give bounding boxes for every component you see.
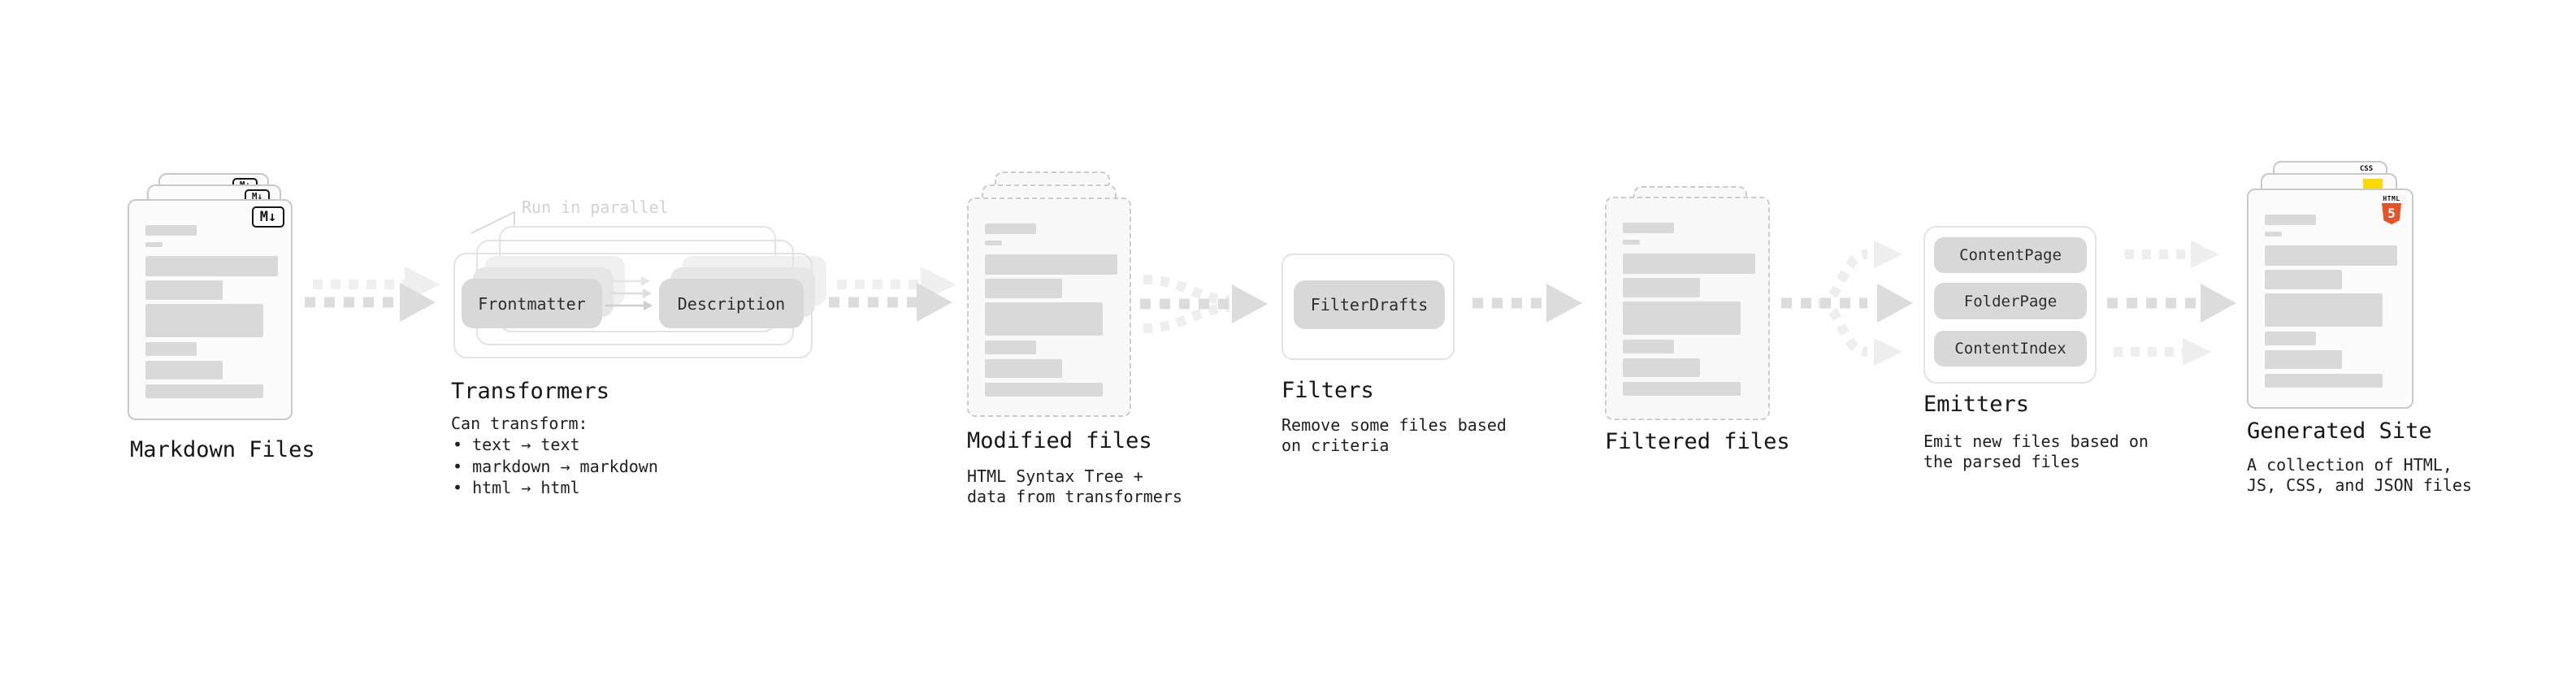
placeholder-line (1623, 223, 1674, 233)
placeholder-line (145, 384, 263, 398)
markdown-file-stack-card: M↓ (128, 199, 293, 420)
placeholder-line (985, 302, 1103, 336)
stage-label-filters: Filters (1281, 378, 1374, 403)
filter-box-filterdrafts: FilterDrafts (1294, 280, 1445, 329)
placeholder-line (985, 223, 1036, 234)
placeholder-line (1623, 340, 1674, 354)
transformers-bullet-list: text → text markdown → markdown html → h… (453, 434, 658, 499)
placeholder-line (1623, 278, 1700, 297)
transformer-box-description: Description (659, 279, 804, 328)
filtered-file-stack-card (1605, 197, 1770, 420)
stage-label-markdown-files: Markdown Files (130, 437, 315, 462)
placeholder-line (985, 279, 1062, 298)
placeholder-line (1623, 358, 1700, 377)
emitter-box-contentpage: ContentPage (1934, 237, 2087, 273)
placeholder-line (985, 241, 1002, 245)
css-icon-label: CSS (2359, 165, 2374, 173)
placeholder-line (2265, 293, 2383, 327)
placeholder-line (145, 242, 163, 247)
placeholder-line (145, 361, 223, 380)
placeholder-line (2265, 374, 2383, 388)
placeholder-line (145, 304, 263, 337)
placeholder-line (2265, 270, 2342, 289)
stage-label-generated-site: Generated Site (2247, 419, 2432, 444)
stage-label-modified-files: Modified files (967, 428, 1152, 453)
placeholder-line (985, 359, 1062, 378)
placeholder-line (1623, 301, 1741, 335)
transformer-box-frontmatter: Frontmatter (462, 279, 602, 328)
transformers-description-title: Can transform: (451, 414, 588, 433)
html5-shield: 5 (2382, 203, 2401, 224)
placeholder-line (145, 280, 223, 300)
markdown-icon: M↓ (252, 206, 284, 228)
placeholder-line (1623, 382, 1741, 396)
js-icon (2363, 179, 2383, 189)
placeholder-line (985, 383, 1103, 397)
emitters-description: Emit new files based on the parsed files (1923, 432, 2149, 471)
transform-bullet: html → html (453, 477, 658, 499)
transform-bullet: markdown → markdown (453, 456, 658, 478)
transformers-container-front (453, 253, 813, 358)
emitter-box-contentindex: ContentIndex (1934, 331, 2087, 367)
modified-files-description: HTML Syntax Tree + data from transformer… (967, 466, 1182, 506)
stage-label-emitters: Emitters (1923, 392, 2030, 417)
html5-icon-label: HTML (2383, 195, 2400, 202)
stage-label-filtered-files: Filtered files (1605, 429, 1790, 454)
placeholder-line (145, 256, 278, 276)
stage-label-transformers: Transformers (451, 379, 610, 404)
placeholder-line (2265, 215, 2316, 225)
run-in-parallel-annotation: Run in parallel (522, 197, 669, 217)
emitter-box-folderpage: FolderPage (1934, 283, 2087, 319)
modified-file-stack-card (967, 197, 1131, 417)
placeholder-line (1623, 254, 1755, 274)
generated-site-description: A collection of HTML, JS, CSS, and JSON … (2247, 455, 2472, 495)
placeholder-line (2265, 232, 2282, 236)
placeholder-line (985, 340, 1036, 354)
placeholder-line (2265, 245, 2397, 266)
placeholder-line (2265, 350, 2342, 369)
placeholder-line (2265, 332, 2316, 345)
transform-bullet: text → text (453, 434, 658, 456)
placeholder-line (985, 254, 1117, 275)
placeholder-line (145, 225, 197, 236)
placeholder-line (145, 342, 197, 356)
filters-description: Remove some files based on criteria (1281, 415, 1507, 455)
placeholder-line (1623, 240, 1640, 245)
